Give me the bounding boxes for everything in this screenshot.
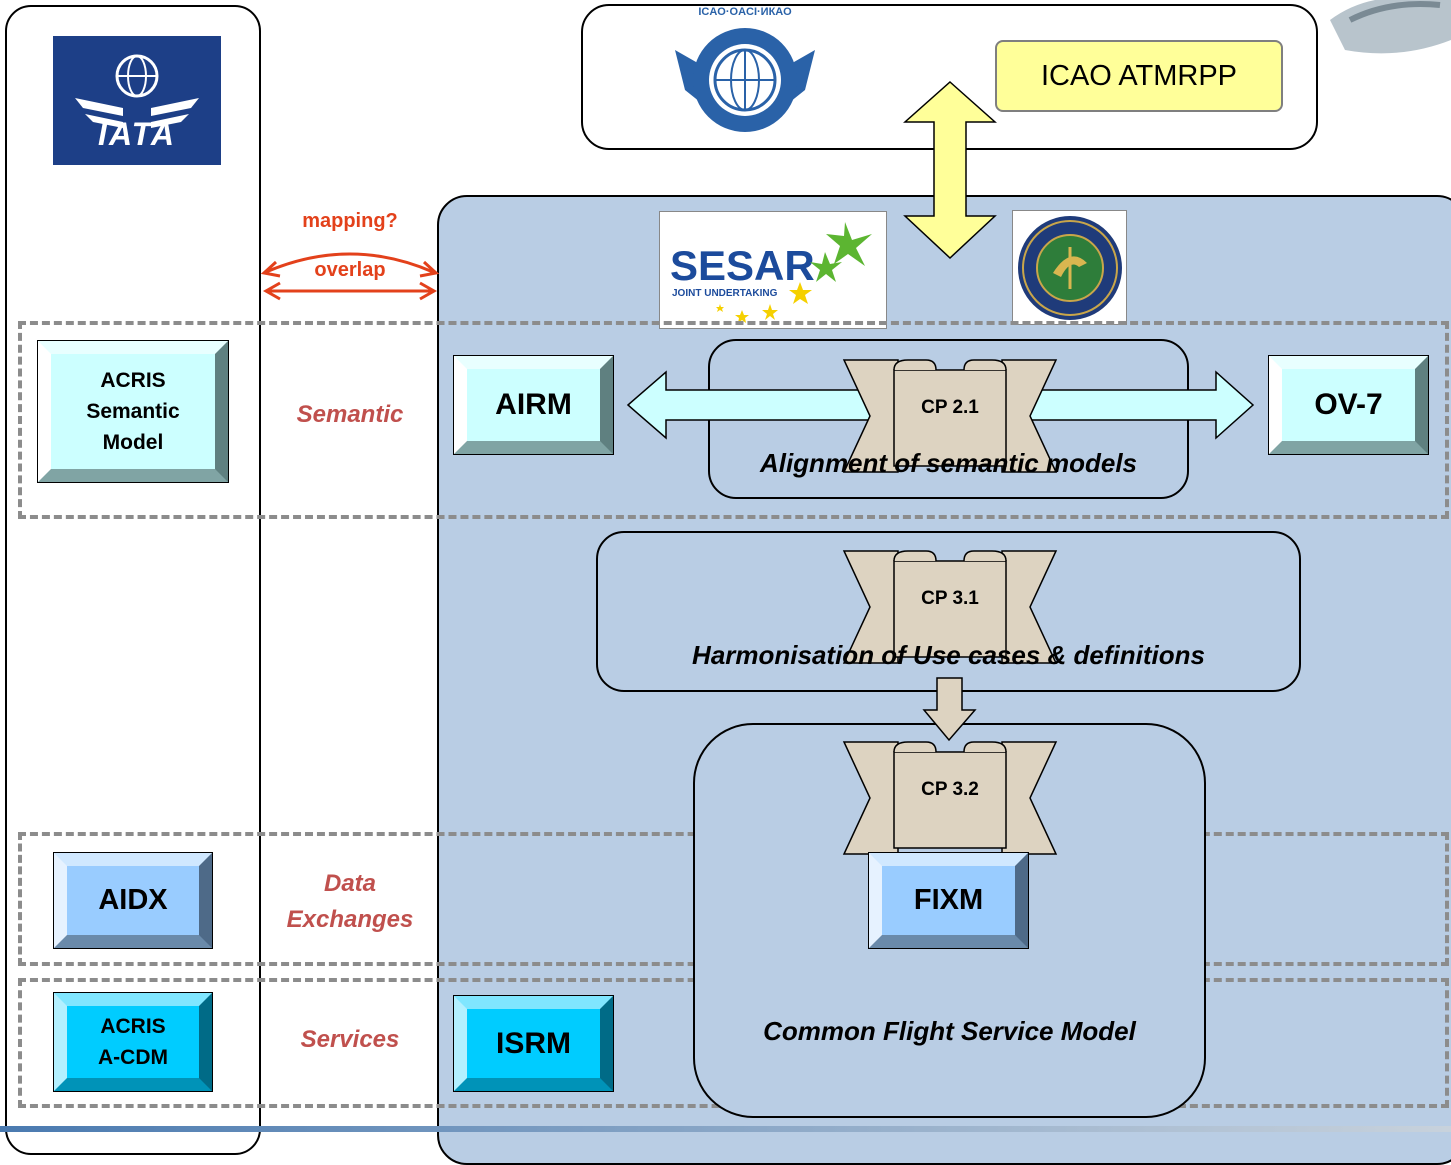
sesar-stars bbox=[716, 222, 872, 323]
icao-sync-double-arrow bbox=[903, 80, 997, 260]
faa-seal bbox=[1018, 216, 1122, 320]
harmonisation-label: Harmonisation of Use cases & definitions bbox=[692, 640, 1205, 670]
ov7-box: OV-7 bbox=[1268, 355, 1429, 455]
iata-logo-text: IATA bbox=[98, 116, 176, 152]
sesar-logo-text: SESAR bbox=[670, 242, 815, 289]
aidx-box: AIDX bbox=[53, 852, 213, 949]
alignment-label: Alignment of semantic models bbox=[759, 448, 1138, 478]
cp31-to-cp32-arrow bbox=[922, 677, 977, 742]
icao-atmrpp-box: ICAO ATMRPP bbox=[995, 40, 1283, 112]
services-layer-label: Services bbox=[300, 1026, 400, 1053]
cp32-label: CP 3.2 bbox=[921, 779, 979, 800]
icao-ring-text: ICAO·OACI·ИКАО bbox=[698, 6, 792, 18]
common-flight-label: Common Flight Service Model bbox=[763, 1016, 1136, 1046]
airm-box: AIRM bbox=[453, 355, 614, 455]
sesar-logo: SESAR JOINT UNDERTAKING bbox=[659, 211, 887, 329]
cp21-label: CP 2.1 bbox=[921, 397, 979, 418]
faa-logo bbox=[1012, 210, 1127, 325]
icao-atmrpp-label: ICAO ATMRPP bbox=[1040, 59, 1238, 92]
semantic-layer-label: Semantic bbox=[296, 401, 404, 428]
cp31-label: CP 3.1 bbox=[921, 588, 979, 609]
isrm-box: ISRM bbox=[453, 995, 614, 1092]
mapping-label: mapping? bbox=[302, 210, 398, 232]
footer-rule bbox=[0, 1126, 1451, 1132]
fixm-box: FIXM bbox=[868, 852, 1029, 949]
data-exchanges-label: Data Exchanges bbox=[286, 870, 414, 933]
overlap-label: overlap bbox=[314, 259, 386, 281]
globe-icon bbox=[75, 54, 199, 128]
mapping-arrows bbox=[260, 252, 440, 301]
acris-acdm-box: ACRIS A-CDM bbox=[53, 992, 213, 1092]
iata-logo: IATA bbox=[53, 36, 221, 165]
acris-semantic-model-box: ACRIS Semantic Model bbox=[37, 340, 229, 483]
sesar-logo-subtext: JOINT UNDERTAKING bbox=[672, 288, 778, 299]
semantic-layer-band bbox=[18, 321, 1449, 519]
